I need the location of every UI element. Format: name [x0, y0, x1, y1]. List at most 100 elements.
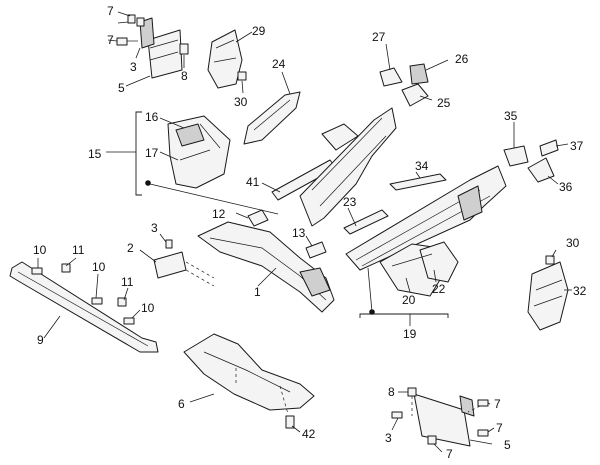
callout-16: 16 — [145, 110, 159, 124]
part-27-bracket — [379, 67, 403, 87]
frame-joint — [299, 267, 331, 297]
callout-7: 7 — [107, 33, 114, 47]
callout-11: 11 — [121, 275, 134, 289]
callout-3: 3 — [130, 60, 137, 74]
part-15-group — [106, 111, 279, 215]
callout-23: 23 — [343, 195, 357, 209]
callout-3: 3 — [385, 431, 392, 445]
bottom-right-bracket-group — [391, 387, 495, 453]
callout-8: 8 — [181, 69, 188, 83]
callout-5: 5 — [118, 81, 125, 95]
bolt-10-a — [31, 267, 43, 275]
callout-1: 1 — [254, 285, 261, 299]
part-24-group — [243, 71, 301, 145]
callout-30: 30 — [566, 236, 580, 250]
bolt-10-c — [123, 317, 135, 325]
bracket-5-top — [147, 29, 183, 79]
part-26-block — [409, 63, 429, 85]
bracket-5-bottom — [413, 393, 471, 447]
callout-6: 6 — [178, 397, 185, 411]
part-2-bracket — [153, 251, 187, 279]
part-29-panel — [207, 29, 243, 89]
parts-30-32 — [527, 249, 572, 331]
callout-2: 2 — [127, 241, 134, 255]
bumper-bar-9 — [9, 261, 159, 353]
callout-8: 8 — [388, 385, 395, 399]
callout-5: 5 — [504, 438, 511, 452]
part-19-group — [359, 241, 459, 326]
right-rail-bracket — [457, 185, 483, 221]
frame-upper-rail — [299, 107, 397, 227]
callout-41: 41 — [246, 175, 260, 189]
bolt-3-bottom — [391, 411, 403, 419]
callout-17: 17 — [145, 146, 159, 160]
bolt-7-top — [127, 14, 136, 24]
part-36-mount — [527, 157, 555, 183]
part-12-clip — [247, 209, 269, 227]
clip-11-a — [61, 263, 71, 273]
callout-32: 32 — [573, 284, 587, 298]
part-22-panel — [419, 241, 459, 283]
ref-dot-15 — [145, 180, 151, 186]
bolt-7-top-left — [116, 37, 128, 46]
callout-10: 10 — [92, 260, 106, 274]
part-24-rail — [243, 91, 301, 145]
clip-30-right — [545, 255, 555, 265]
callout-19: 19 — [403, 327, 417, 341]
callout-10: 10 — [33, 243, 47, 257]
callout-9: 9 — [37, 333, 44, 347]
callout-24: 24 — [272, 57, 286, 71]
callout-29: 29 — [252, 24, 266, 38]
callout-30: 30 — [234, 95, 248, 109]
parts-35-37 — [503, 122, 569, 185]
callout-22: 22 — [432, 282, 446, 296]
parts-23-34 — [343, 171, 447, 235]
bolt-7-bottom-c — [427, 435, 437, 445]
clip-11-b — [117, 297, 127, 307]
callout-26: 26 — [455, 52, 469, 66]
part-25-mount — [401, 83, 429, 107]
callout-7: 7 — [446, 447, 453, 461]
bolt-10-b — [91, 297, 103, 305]
bolt-7-bottom-b — [477, 429, 489, 437]
callout-15: 15 — [88, 147, 102, 161]
part-2-group — [139, 233, 215, 287]
callout-20: 20 — [402, 293, 416, 307]
bolt-7-bottom-a — [477, 399, 489, 407]
part-32-panel — [527, 261, 569, 331]
bolt-3-left — [165, 239, 173, 249]
right-main-rail — [345, 165, 507, 271]
part-34-rail — [389, 173, 447, 191]
part-37-bracket — [539, 139, 559, 157]
parts-25-27-group — [379, 43, 449, 107]
callout-42: 42 — [302, 427, 316, 441]
bolt-7-top-2 — [136, 17, 145, 27]
callout-12: 12 — [212, 207, 226, 221]
callout-27: 27 — [372, 30, 386, 44]
frame-crossmember — [321, 123, 359, 151]
callout-7: 7 — [494, 397, 501, 411]
callout-36: 36 — [559, 180, 573, 194]
part-16-top — [175, 123, 205, 147]
callout-3: 3 — [151, 221, 158, 235]
part-35-bracket — [503, 145, 529, 167]
part-13-clip — [305, 241, 327, 259]
callout-34: 34 — [415, 159, 429, 173]
nut-8-top — [179, 43, 189, 55]
callout-13: 13 — [292, 226, 306, 240]
bumper-9-group — [9, 257, 159, 353]
part-6-crossmember — [183, 333, 315, 411]
frame-lower-rail — [197, 221, 335, 313]
callout-35: 35 — [504, 109, 518, 123]
callout-11: 11 — [72, 243, 85, 257]
bracket-plate-7-bottom — [459, 395, 475, 417]
part-29-group — [207, 29, 253, 94]
callout-10: 10 — [141, 301, 155, 315]
callout-25: 25 — [437, 96, 451, 110]
main-frame-rail-1 — [197, 107, 397, 313]
part-6-group — [183, 333, 315, 433]
callout-7: 7 — [496, 421, 503, 435]
nut-8-bottom — [407, 387, 417, 397]
callout-37: 37 — [570, 139, 584, 153]
